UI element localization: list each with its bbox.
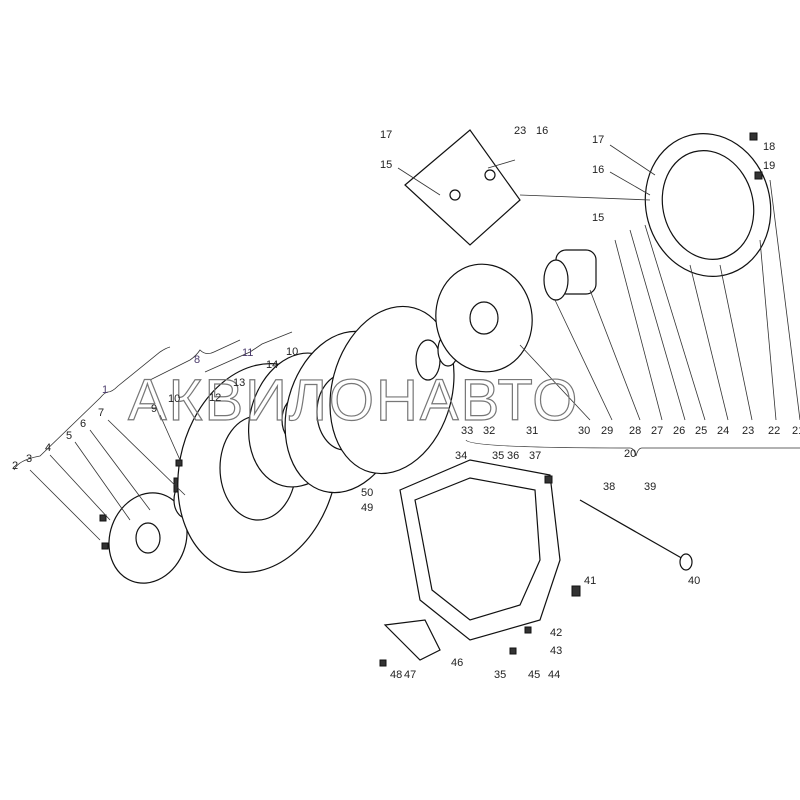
callout-38: 38 [603,481,615,493]
callout-15a: 15 [380,159,392,171]
callout-45: 45 [528,669,540,681]
callout-10a: 10 [168,393,180,405]
callout-37: 37 [529,450,541,462]
callout-43: 43 [550,645,562,657]
callout-1: 1 [102,384,108,396]
callout-44: 44 [548,669,560,681]
bolts [99,132,763,667]
watermark-text: АКВИЛОНАВТО [128,368,579,433]
callout-29: 29 [601,425,613,437]
callout-5: 5 [66,430,72,442]
callout-39: 39 [644,481,656,493]
callout-12: 12 [209,392,221,404]
callout-48: 48 [390,669,402,681]
callout-20: 20 [624,448,636,460]
callout-13: 13 [233,377,245,389]
callout-14: 14 [266,359,278,371]
callout-35b: 35 [494,669,506,681]
callout-6: 6 [80,418,86,430]
callout-47: 47 [404,669,416,681]
callout-15b: 15 [592,212,604,224]
leader-lines [13,144,800,541]
callout-17a: 17 [380,129,392,141]
shaft [579,499,693,571]
pressure-plate-small [108,492,188,584]
callout-2: 2 [12,460,18,472]
callout-9: 9 [151,403,157,415]
diaphragm-spring [435,263,533,373]
callout-7: 7 [98,407,104,419]
clutch-housing [399,459,561,641]
callout-33: 33 [461,425,473,437]
callout-42: 42 [550,627,562,639]
callout-11: 11 [242,347,253,359]
callout-46: 46 [451,657,463,669]
detail-inset [404,129,521,246]
callout-8: 8 [194,354,200,366]
callout-28: 28 [629,425,641,437]
callout-49: 49 [361,502,373,514]
callout-labels: 1 2 3 4 5 6 7 8 9 10 10 11 12 13 14 15 1… [12,125,800,681]
callout-21: 21 [792,425,800,437]
callout-23b: 23 [742,425,754,437]
callout-26: 26 [673,425,685,437]
callout-25: 25 [695,425,707,437]
callout-17b: 17 [592,134,604,146]
fork [383,619,441,661]
callout-40: 40 [688,575,700,587]
callout-50: 50 [361,487,373,499]
callout-36: 36 [507,450,519,462]
callout-41: 41 [584,575,596,587]
callout-3: 3 [26,453,32,465]
callout-32: 32 [483,425,495,437]
release-bearing [543,249,597,301]
callout-35a: 35 [492,450,504,462]
callout-10b: 10 [286,346,298,358]
callout-16a: 16 [536,125,548,137]
callout-31: 31 [526,425,538,437]
callout-22: 22 [768,425,780,437]
callout-24: 24 [717,425,729,437]
callout-27: 27 [651,425,663,437]
callout-4: 4 [45,442,51,454]
callout-18: 18 [763,141,775,153]
callout-23a: 23 [514,125,526,137]
callout-34: 34 [455,450,467,462]
callout-30: 30 [578,425,590,437]
clutch-cover [644,133,772,277]
callout-19: 19 [763,160,775,172]
callout-16b: 16 [592,164,604,176]
